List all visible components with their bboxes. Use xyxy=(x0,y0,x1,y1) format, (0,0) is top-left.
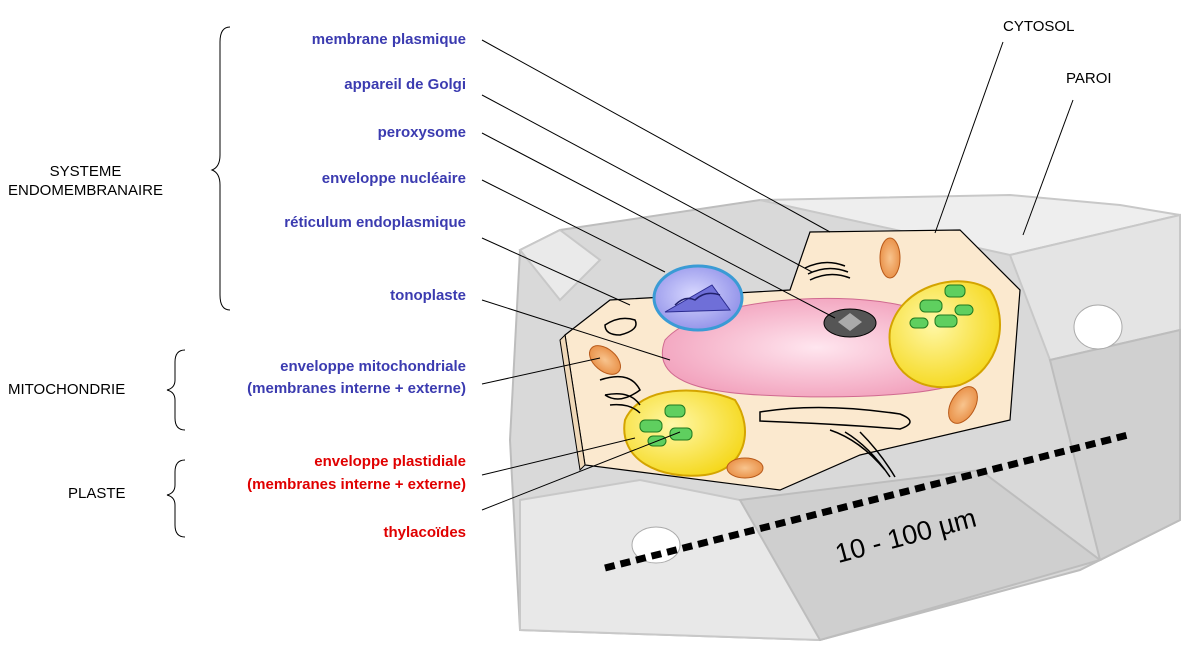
group-mitochondrie: MITOCHONDRIE xyxy=(8,380,125,399)
label-env-plast-2: (membranes interne + externe) xyxy=(247,476,466,493)
label-env-plast-1: enveloppe plastidiale xyxy=(314,453,466,470)
group-endomembrane: SYSTEME ENDOMEMBRANAIRE xyxy=(8,162,163,200)
brace-mitochondrie xyxy=(167,350,185,430)
pit-field xyxy=(1074,305,1122,349)
label-membrane-plasmique: membrane plasmique xyxy=(312,31,466,48)
chloroplast xyxy=(624,390,745,475)
label-paroi: PAROI xyxy=(1066,70,1112,87)
label-tonoplaste: tonoplaste xyxy=(390,287,466,304)
brace-endomembrane xyxy=(212,27,230,310)
label-enveloppe-nucleaire: enveloppe nucléaire xyxy=(322,170,466,187)
label-cytosol: CYTOSOL xyxy=(1003,18,1074,35)
mitochondrion xyxy=(727,458,763,478)
label-peroxysome: peroxysome xyxy=(378,124,466,141)
peroxisome xyxy=(824,309,876,337)
label-env-mito-2: (membranes interne + externe) xyxy=(247,380,466,397)
group-plaste: PLASTE xyxy=(68,484,126,503)
label-thylacoides: thylacoïdes xyxy=(383,524,466,541)
label-env-mito-1: enveloppe mitochondriale xyxy=(280,358,466,375)
label-appareil-golgi: appareil de Golgi xyxy=(344,76,466,93)
mitochondrion xyxy=(880,238,900,278)
nucleus xyxy=(654,266,742,330)
brace-plaste xyxy=(167,460,185,537)
label-reticulum: réticulum endoplasmique xyxy=(284,214,466,231)
